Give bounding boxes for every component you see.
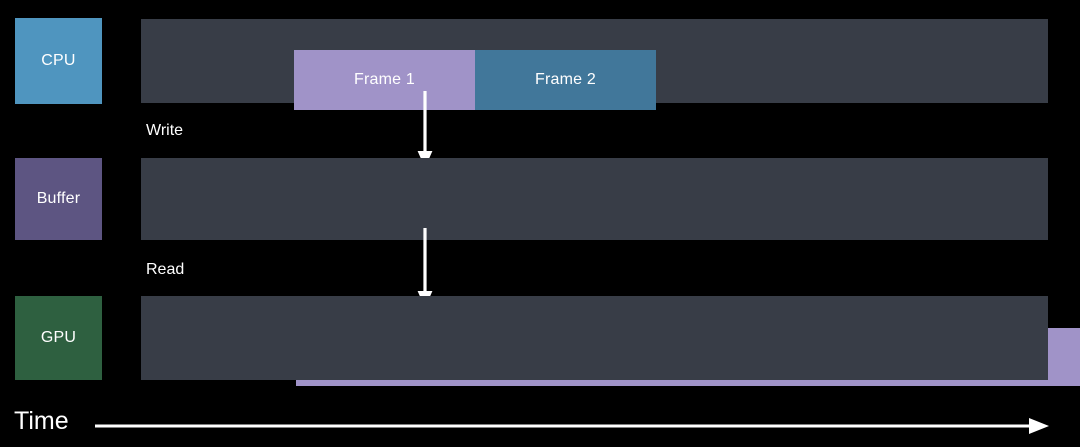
bar-cpu-frame-2[interactable]: Frame 2: [475, 50, 656, 110]
bar-cpu-frame-1[interactable]: Frame 1: [294, 50, 475, 110]
role-label-buffer: Buffer: [15, 158, 102, 240]
role-label-buffer-text: Buffer: [36, 190, 81, 207]
timeline-track-buffer: Frame 1 Data: [141, 158, 1080, 386]
time-axis-arrow-glyph: [95, 418, 1049, 434]
timeline-track-gpu: Frame 1: [141, 296, 1048, 380]
role-label-gpu: GPU: [15, 296, 102, 380]
bar-cpu-frame-1-label: Frame 1: [354, 71, 415, 88]
role-label-cpu-text: CPU: [41, 52, 76, 69]
flow-label-read: Read: [146, 261, 185, 278]
time-axis-label: Time: [14, 407, 69, 435]
role-label-cpu: CPU: [15, 18, 102, 104]
flow-label-write: Write: [146, 122, 184, 139]
role-label-gpu-text: GPU: [40, 329, 77, 346]
bar-cpu-frame-2-label: Frame 2: [535, 71, 596, 88]
time-axis-arrow-icon: [95, 416, 1050, 436]
timeline-track-cpu: Frame 1 Frame 2: [141, 19, 1048, 110]
